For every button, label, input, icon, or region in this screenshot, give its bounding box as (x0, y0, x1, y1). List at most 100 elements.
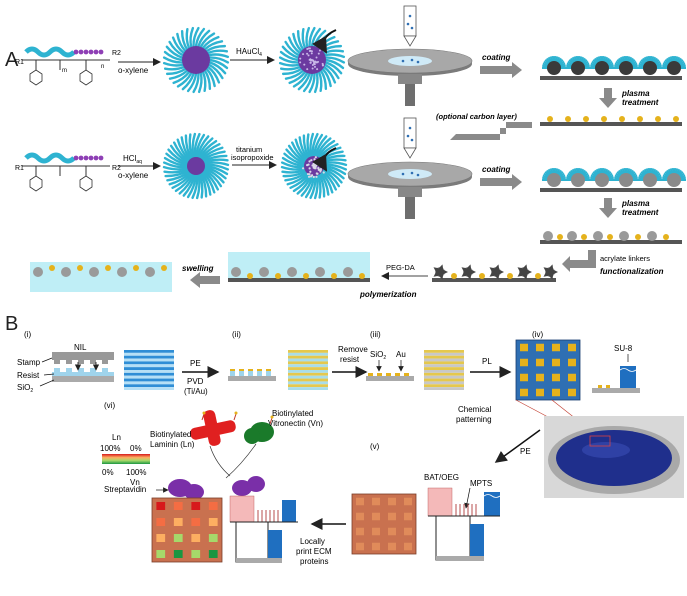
polymer-bead (99, 50, 104, 55)
gold-nanoparticle (303, 273, 309, 279)
printed-top-view (152, 498, 222, 562)
coated-micelle-core (667, 61, 681, 75)
pattern-square (156, 502, 165, 510)
nil-stamp-diagram (52, 352, 114, 382)
polymer-bead (84, 50, 89, 55)
gold-nanoparticle (607, 234, 613, 240)
titania-nanoparticle (33, 267, 43, 277)
stripe (124, 364, 174, 367)
stripe (124, 350, 174, 353)
panel-a: A R1 R2 m n o-xylene HAuCl4 (5, 6, 686, 299)
vitronectin-label-1: Biotinylated (272, 409, 313, 418)
stripe (288, 353, 328, 356)
step-iii-label: (iii) (370, 330, 381, 339)
gold-precursor (314, 66, 316, 68)
functionalized-surface (432, 264, 558, 282)
pattern-square (356, 513, 364, 521)
gold-nanoparticle (547, 116, 553, 122)
titania-nanoparticle (61, 267, 71, 277)
pattern-square (552, 359, 560, 367)
resist-block (239, 371, 244, 376)
plasma-label-row1a: plasma (621, 89, 650, 98)
gold-nanoparticle (565, 116, 571, 122)
stripe (424, 387, 464, 390)
coated-micelle-core (571, 61, 585, 75)
pattern-square (372, 528, 380, 536)
row1-reagent: HAuCl4 (236, 47, 262, 58)
titania-nanoparticle (117, 267, 127, 277)
stripe (424, 361, 464, 364)
stripe (124, 376, 174, 379)
stripe (124, 370, 174, 373)
gold-nanoparticle (507, 273, 513, 279)
gold-precursor (313, 61, 315, 63)
pattern-square (156, 534, 165, 542)
pattern-square (388, 543, 396, 551)
titania-precursor (315, 176, 317, 178)
stripe (288, 387, 328, 390)
micelle-titania-loaded (282, 134, 346, 198)
gold-precursor (316, 68, 318, 70)
micelle-core (187, 157, 205, 175)
titania-precursor (308, 176, 310, 178)
pattern-square (388, 498, 396, 506)
resist-block (257, 371, 262, 376)
gold-nanoparticle (581, 234, 587, 240)
polymer-bead (89, 50, 94, 55)
protein-illustration (168, 409, 274, 500)
pattern-square (536, 344, 544, 352)
gold-precursor (299, 58, 301, 60)
stripe (288, 379, 328, 382)
gold-nanoparticle (637, 116, 643, 122)
gold-film (239, 369, 244, 371)
pattern-square (404, 543, 412, 551)
coated-micelle-core (667, 173, 681, 187)
gold-nanoparticle (557, 234, 563, 240)
pattern-square (568, 344, 576, 352)
resist-block (266, 371, 271, 376)
gold-nanoparticle (77, 265, 83, 271)
remove-label-1: Remove (338, 345, 368, 354)
stamp-tooth (66, 360, 72, 364)
polymer-bead (84, 156, 89, 161)
row2-reagent-2: isopropoxide (231, 153, 274, 162)
gold-nanoparticle (133, 265, 139, 271)
polymer-bead (94, 50, 99, 55)
titania-nanoparticle (231, 267, 241, 277)
legend-100-bottom: 100% (126, 468, 146, 477)
gold-precursor (308, 54, 310, 56)
step-ii-label: (ii) (232, 330, 241, 339)
stripe (288, 384, 328, 387)
hydrogel-surface (228, 252, 370, 282)
pattern-square (404, 513, 412, 521)
gold-precursor (306, 53, 308, 55)
titania-nanoparticle (619, 231, 629, 241)
panel-b: B (i) NIL Stamp Resist SiO2 PE PVD (Ti/A… (5, 313, 684, 566)
titania-nanoparticle (343, 267, 353, 277)
titania-precursor (320, 164, 322, 166)
stripe (424, 350, 464, 353)
gold-precursor (312, 64, 314, 66)
pl-label: PL (482, 357, 492, 366)
legend-100-top: 100% (100, 444, 120, 453)
pattern-square (191, 518, 200, 526)
coating-label-row1: coating (482, 53, 511, 62)
titania-precursor (315, 156, 317, 158)
titania-nanoparticle (259, 267, 269, 277)
stripe (424, 379, 464, 382)
resist-line (102, 368, 108, 372)
gold-film (266, 369, 271, 371)
titania-precursor (302, 167, 304, 169)
pattern-square (536, 359, 544, 367)
stripe (124, 373, 174, 376)
stripe (124, 361, 174, 364)
titania-precursor (309, 167, 311, 169)
chem-label-1: Chemical (458, 405, 492, 414)
gold-nanoparticle (601, 116, 607, 122)
pe-label-2: PE (520, 447, 531, 456)
stripe (424, 353, 464, 356)
titania-nanoparticle (543, 231, 553, 241)
titania-precursor (309, 171, 311, 173)
gold-nanoparticle (331, 273, 337, 279)
pattern-square (209, 534, 218, 542)
